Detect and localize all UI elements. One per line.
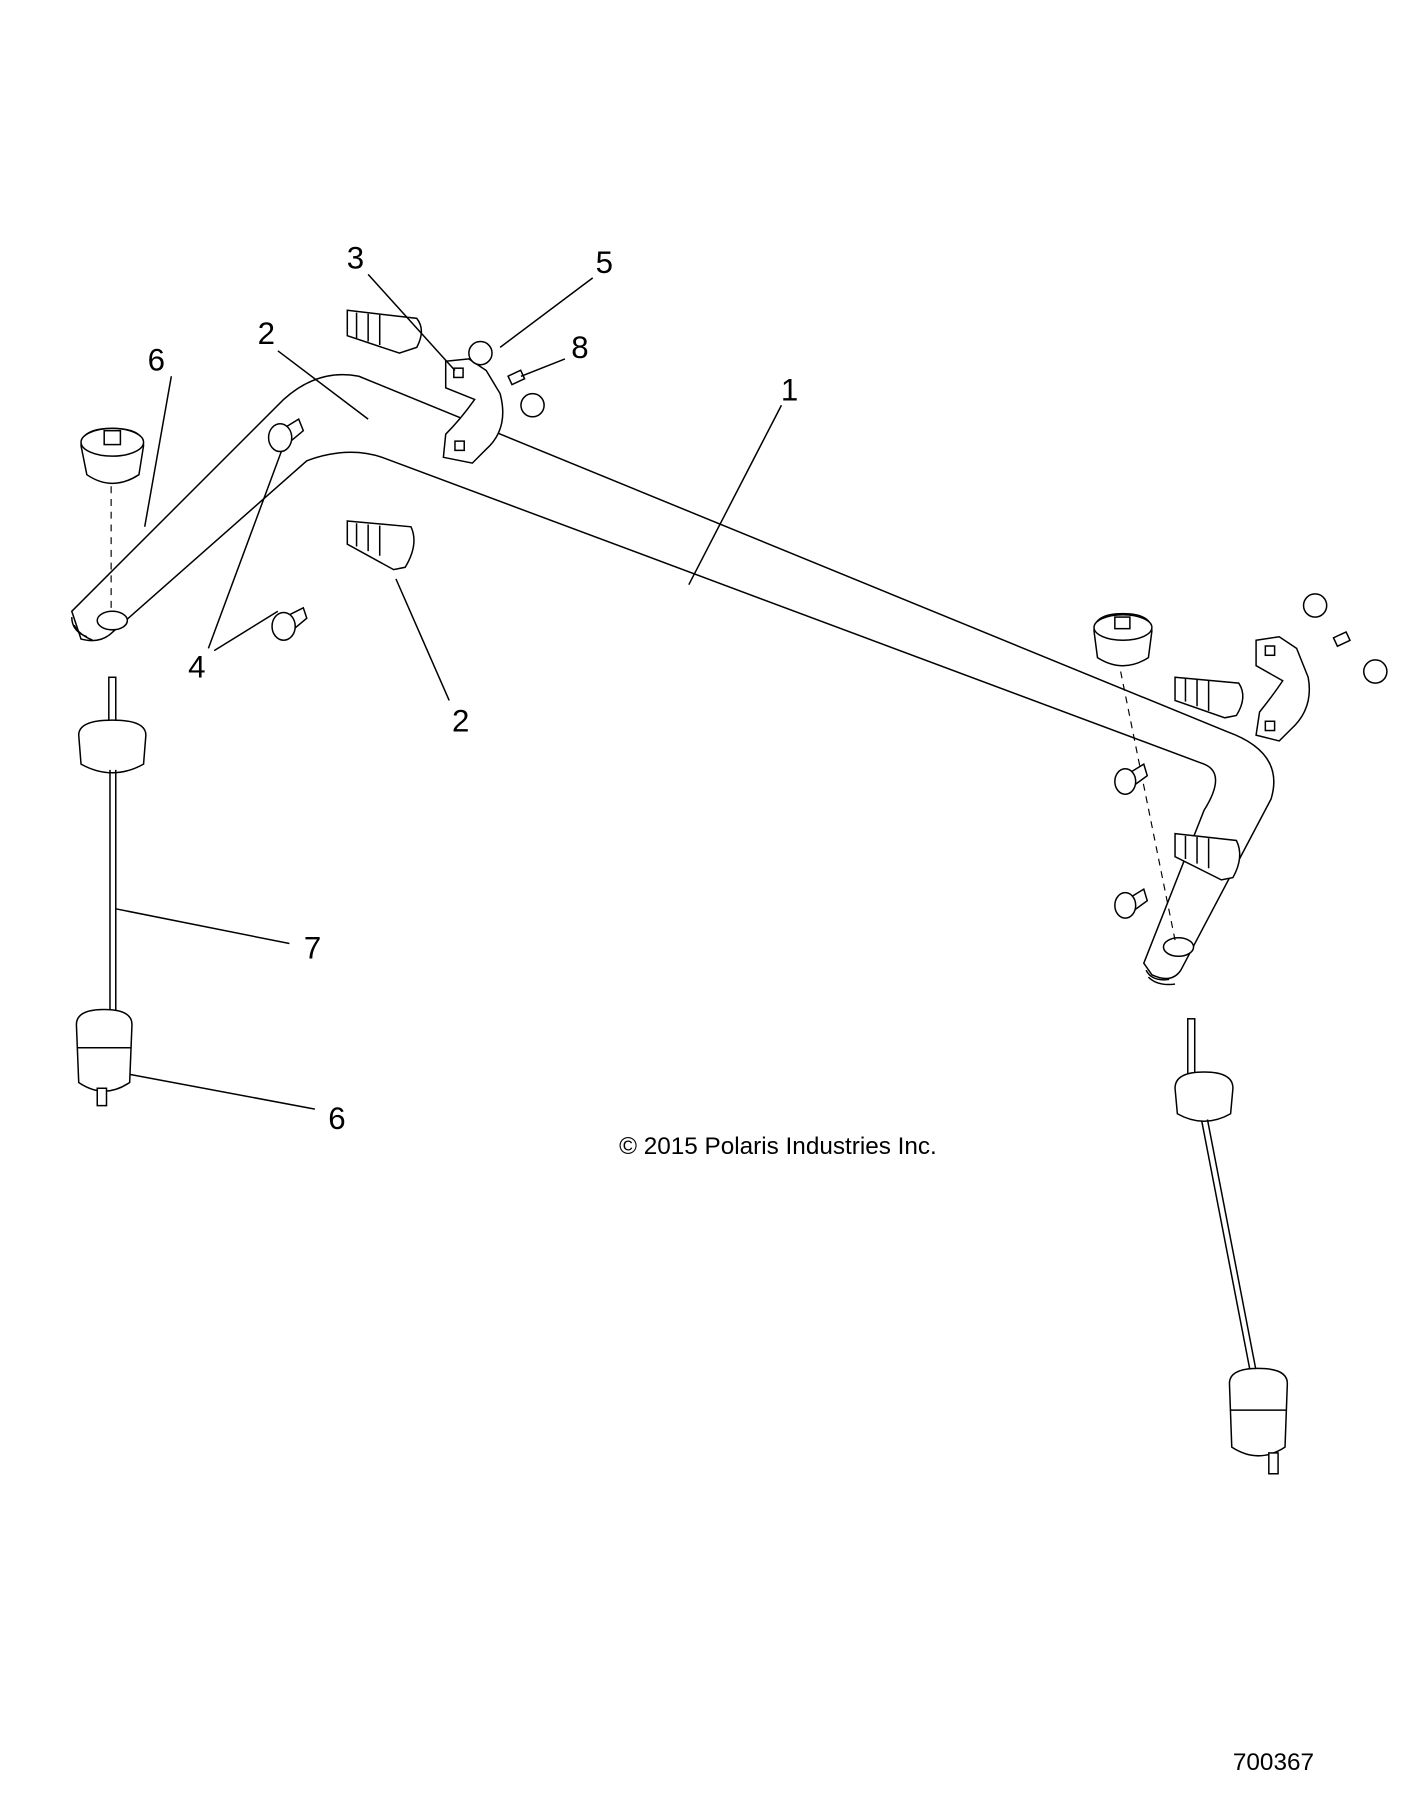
end-link-right xyxy=(1174,1018,1289,1475)
callout-6-lower: 6 xyxy=(328,1101,345,1136)
copyright-text: © 2015 Polaris Industries Inc. xyxy=(619,1133,937,1160)
bracket-3 xyxy=(442,358,1311,742)
bar-bushing-2 xyxy=(346,309,1244,881)
sway-bar xyxy=(70,373,1275,986)
leader-lines xyxy=(115,273,783,1110)
callout-4: 4 xyxy=(188,649,205,684)
bolt-4 xyxy=(267,418,1149,919)
grease-fitting-8 xyxy=(507,369,1352,648)
callout-7: 7 xyxy=(304,931,321,966)
callout-2-lower: 2 xyxy=(452,704,469,739)
drawing-number: 700367 xyxy=(1233,1749,1314,1776)
callout-3: 3 xyxy=(347,241,364,276)
callout-8: 8 xyxy=(571,330,588,365)
bushing-6-left-top xyxy=(80,427,145,608)
nut-5 xyxy=(468,340,1388,684)
bushing-6-right-top xyxy=(1093,612,1176,941)
callout-2-upper: 2 xyxy=(258,316,275,351)
callout-1: 1 xyxy=(781,373,798,408)
callout-5: 5 xyxy=(596,245,613,280)
callout-6-upper: 6 xyxy=(148,342,165,377)
end-link-left xyxy=(75,676,147,1107)
